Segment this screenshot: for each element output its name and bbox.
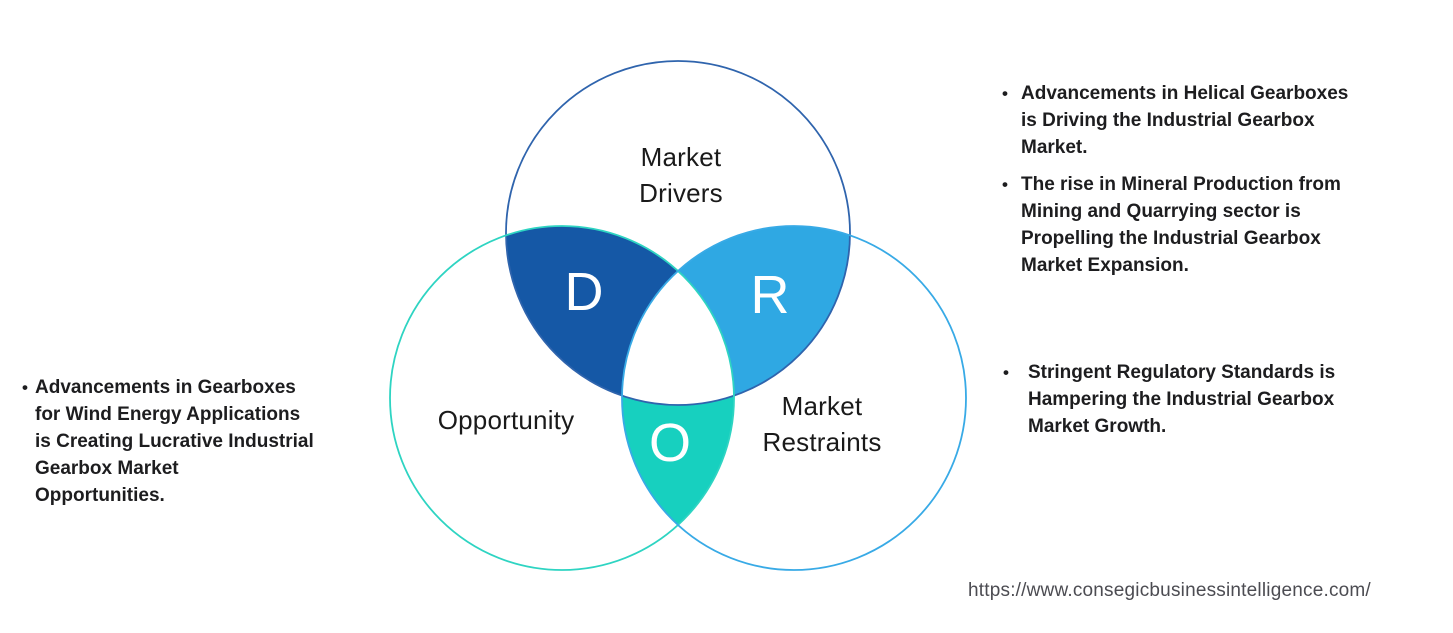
bullet-icon: •	[1003, 363, 1009, 382]
triple-overlap-region	[622, 226, 734, 405]
bullet-icon: •	[1002, 175, 1008, 194]
drivers-notes-panel: • Advancements in Helical Gearboxes is D…	[1002, 80, 1422, 279]
drivers-overlap-letter: D	[564, 262, 604, 322]
bullet-text: The rise in Mineral Production from Mini…	[1021, 174, 1341, 276]
bullet-text: Advancements in Helical Gearboxes is Dri…	[1021, 83, 1349, 158]
opportunity-circle-outline	[389, 225, 735, 571]
list-item: • Advancements in Gearboxes for Wind Ene…	[22, 374, 372, 509]
list-item: • Stringent Regulatory Standards is Hamp…	[1003, 359, 1423, 440]
opportunity-notes-panel: • Advancements in Gearboxes for Wind Ene…	[22, 374, 372, 509]
restraints-circle-outline	[621, 225, 967, 571]
list-item: • The rise in Mineral Production from Mi…	[1002, 171, 1422, 279]
bullet-text: Stringent Regulatory Standards is Hamper…	[1028, 362, 1336, 437]
opportunity-overlap-letter: O	[648, 413, 692, 473]
drivers-circle-label: Market Drivers	[639, 142, 723, 208]
restraints-circle-label: Market Restraints	[762, 391, 882, 457]
bullet-icon: •	[22, 378, 28, 397]
restraints-overlap-letter: R	[750, 265, 790, 325]
drivers-circle-outline	[505, 60, 851, 406]
bullet-icon: •	[1002, 84, 1008, 103]
opportunity-circle-label: Opportunity	[437, 405, 575, 435]
list-item: • Advancements in Helical Gearboxes is D…	[1002, 80, 1422, 161]
bullet-text: Advancements in Gearboxes for Wind Energ…	[35, 377, 314, 506]
source-url: https://www.consegicbusinessintelligence…	[968, 580, 1371, 601]
restraints-notes-panel: • Stringent Regulatory Standards is Hamp…	[1003, 359, 1423, 440]
